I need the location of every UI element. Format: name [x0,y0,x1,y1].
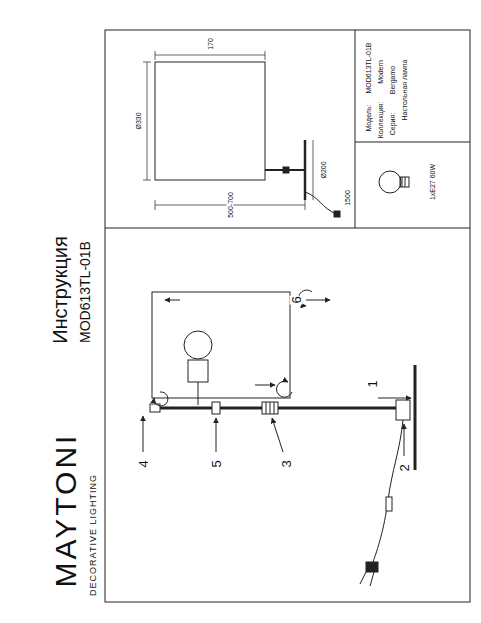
dimension-label: 1500 [344,189,351,207]
leader-line [404,424,405,456]
spec-text: MOD613TL-01B [78,241,92,343]
spec-text: Серия: [389,113,396,136]
rotate-arrow [277,381,292,397]
direction-arrow [165,300,180,301]
callout-number: 2 [398,463,411,472]
divider [355,30,356,228]
spec-text: MAYTONI [51,433,81,588]
dimension-line [147,62,148,180]
divider [105,228,470,229]
leader-line [272,418,283,452]
base [304,140,307,200]
bulb [184,331,212,359]
cord [372,420,403,565]
dimension-label: Ø330 [135,111,142,130]
callout-number: 5 [210,459,223,468]
callout-number: 6 [290,295,303,304]
leader-line [306,300,330,301]
direction-arrow [255,385,275,386]
spec-text: Настольная лампа [401,59,408,120]
title: Инструкция [50,236,70,344]
dimension-label: Ø200 [320,160,327,179]
spec-text: Bergamo [389,66,396,94]
leader-line [378,398,411,399]
cord [305,192,336,214]
dimension-label: 170 [207,37,214,51]
plug [366,562,378,572]
sheet-frame [105,30,470,602]
spec-text: DECORATIVE LIGHTING [89,474,98,596]
shade [152,292,290,398]
coupler [262,402,278,414]
base-joint [396,400,410,420]
leader-line [143,416,144,452]
dimension-line [155,55,265,56]
callout-number: 1 [366,379,379,388]
switch [386,497,392,511]
socket [188,360,208,382]
spec-text: Коллекция: [377,102,384,139]
spec-text: Modern [377,60,384,84]
callout-number: 4 [137,459,150,468]
rotate-arrow [154,392,168,406]
spec-text: MOD613TL-01B [365,43,372,94]
dimension-label: 500-700 [227,191,234,219]
divider [355,142,470,143]
callout-number: 3 [280,459,293,468]
spec-text: 1xE27 60W [429,164,436,200]
leader-line [216,418,217,452]
base-plate [414,365,417,470]
dimension-line [313,140,314,200]
spec-text: Модель: [365,104,372,131]
bulb-icon [379,171,401,193]
shade-outline [155,62,265,180]
